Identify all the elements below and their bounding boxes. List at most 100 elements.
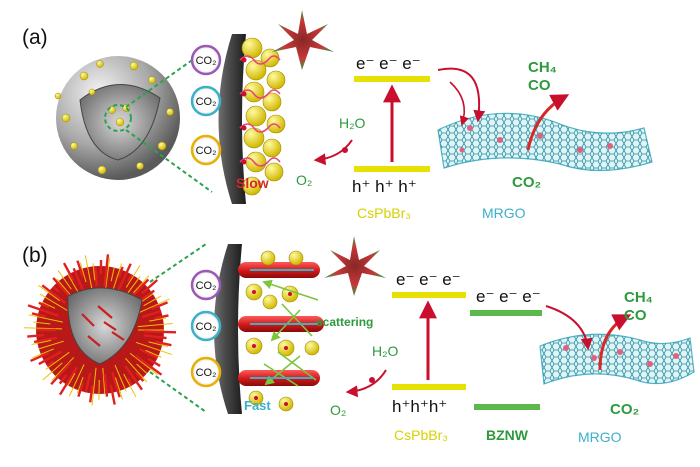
- rate-label-slow: Slow: [236, 175, 269, 191]
- conduction-band-b: [392, 292, 466, 298]
- holes-b: h⁺h⁺h⁺: [392, 397, 447, 416]
- nanowire-rod: [110, 267, 115, 282]
- product-arrow-b: [598, 314, 632, 371]
- product-arrow-a: [526, 94, 570, 151]
- panel-a-label: (a): [22, 26, 48, 49]
- product-co-a: CO: [528, 77, 551, 94]
- nanoparticle-cluster-a: [241, 37, 286, 196]
- nanowire-rod: [134, 298, 170, 316]
- nanowire-rod: [129, 352, 159, 376]
- nanowire-rod: [117, 263, 132, 291]
- svg-text:CO₂: CO₂: [196, 280, 217, 292]
- nanowire-rod: [125, 357, 148, 383]
- nanowire-rod: [125, 265, 141, 288]
- nanowire-rod: [68, 364, 85, 397]
- nanowire-rod: [143, 334, 167, 340]
- nanowire-rod: [32, 348, 54, 359]
- nanowire-rod: [84, 255, 94, 293]
- nanowire-rod: [59, 366, 78, 396]
- electron-transfer-arrow-a: [437, 67, 486, 123]
- nanowire-rod: [154, 314, 169, 320]
- co2-bubble-b3: CO₂: [190, 356, 222, 388]
- fast-transport-arrows: [250, 269, 318, 379]
- co2-bubble-b1: CO₂: [190, 269, 222, 301]
- oxygen-a: O₂: [296, 172, 312, 188]
- scattering-label: scattering: [316, 315, 373, 329]
- semiconductor-label-b: CsPbBr₃: [394, 427, 448, 443]
- nanowire-rod: [52, 285, 60, 293]
- nanowire-rod: [126, 377, 134, 387]
- electrons-b1: e⁻ e⁻ e⁻: [396, 270, 461, 289]
- charge-dots-a: [241, 57, 247, 165]
- nanowire-rod: [134, 354, 163, 376]
- nanowire-rod: [76, 260, 84, 278]
- water-a: H₂O: [339, 115, 366, 131]
- svg-text:CO₂: CO₂: [196, 321, 217, 333]
- nanowire-rod: [77, 382, 84, 397]
- nanowire-rod: [145, 349, 162, 358]
- nanowire-rod: [72, 267, 84, 291]
- semiconductor-label-a: CsPbBr₃: [357, 205, 411, 221]
- nanowire-band-b: [470, 310, 542, 316]
- nanowire-rod: [33, 336, 57, 344]
- nanowire-rod: [143, 330, 177, 334]
- water-b: H₂O: [372, 343, 399, 359]
- rate-label-fast: Fast: [244, 398, 271, 413]
- nanowire-rod: [123, 373, 137, 398]
- nanowire-rod: [58, 374, 68, 385]
- nanowire-rod: [27, 333, 45, 338]
- nanowire-rod: [27, 304, 59, 317]
- charge-dots-b: [252, 290, 292, 406]
- nanowire-rod: [42, 362, 63, 381]
- conduction-band-a: [354, 76, 430, 82]
- nanowire-rod: [154, 340, 172, 347]
- svg-text:CO₂: CO₂: [196, 55, 217, 67]
- nanowire-rod: [139, 348, 159, 359]
- product-ch4-a: CH₄: [528, 59, 557, 76]
- electrons-a: e⁻ e⁻ e⁻: [356, 54, 421, 73]
- nanowire-rod: [126, 273, 134, 283]
- nanowire-rod: [117, 266, 124, 278]
- nanowire-rod: [148, 341, 169, 348]
- nanowire-rod: [67, 373, 76, 386]
- nanowire-rod: [38, 350, 63, 366]
- nanowire-rod: [51, 357, 75, 381]
- co2-bubble-a1: CO₂: [190, 44, 222, 76]
- nanowire-rod: [136, 363, 148, 374]
- graphene-sheet-a: [437, 112, 653, 172]
- nanowire-rod: [45, 351, 70, 370]
- nanowire-rod: [76, 376, 84, 394]
- nanowire-rod: [28, 314, 63, 323]
- hollow-sphere-a: [54, 56, 180, 180]
- electron-transfer-arrow-b: [545, 305, 593, 351]
- nanowire-rod: [39, 293, 68, 311]
- nanowire-rod: [109, 384, 116, 405]
- reactant-co2-b: CO₂: [610, 401, 639, 418]
- zoom-lines-b: [149, 243, 207, 413]
- product-co-b: CO: [624, 307, 647, 324]
- co2-bubble-b2: CO₂: [190, 310, 222, 342]
- svg-text:CO₂: CO₂: [196, 96, 217, 108]
- support-label-a: MRGO: [482, 205, 526, 221]
- nanowire-rod: [137, 322, 173, 328]
- nanowire-rod: [103, 254, 110, 287]
- support-label-b: MRGO: [578, 429, 622, 445]
- nanowire-rod: [103, 373, 109, 397]
- nanowire-rod: [149, 317, 167, 322]
- product-ch4-b: CH₄: [624, 289, 653, 306]
- svg-text:CO₂: CO₂: [196, 367, 217, 379]
- oxidation-arrow-b: [345, 369, 387, 398]
- nanowire-rod: [50, 361, 72, 386]
- nanowire-rod: [33, 321, 51, 325]
- co2-bubble-a3: CO₂: [190, 134, 222, 166]
- co2-bubble-a2: CO₂: [190, 85, 222, 117]
- nanowire-rod: [102, 367, 106, 394]
- nanowire-rod: [141, 309, 162, 319]
- nanowire-rod: [38, 340, 64, 350]
- nanowire-rod: [31, 339, 52, 346]
- nanowire-label: BZNW: [486, 427, 529, 443]
- nanowire-rod: [24, 327, 63, 330]
- oxidation-arrow-a: [313, 139, 353, 166]
- valence-band-a: [354, 166, 430, 172]
